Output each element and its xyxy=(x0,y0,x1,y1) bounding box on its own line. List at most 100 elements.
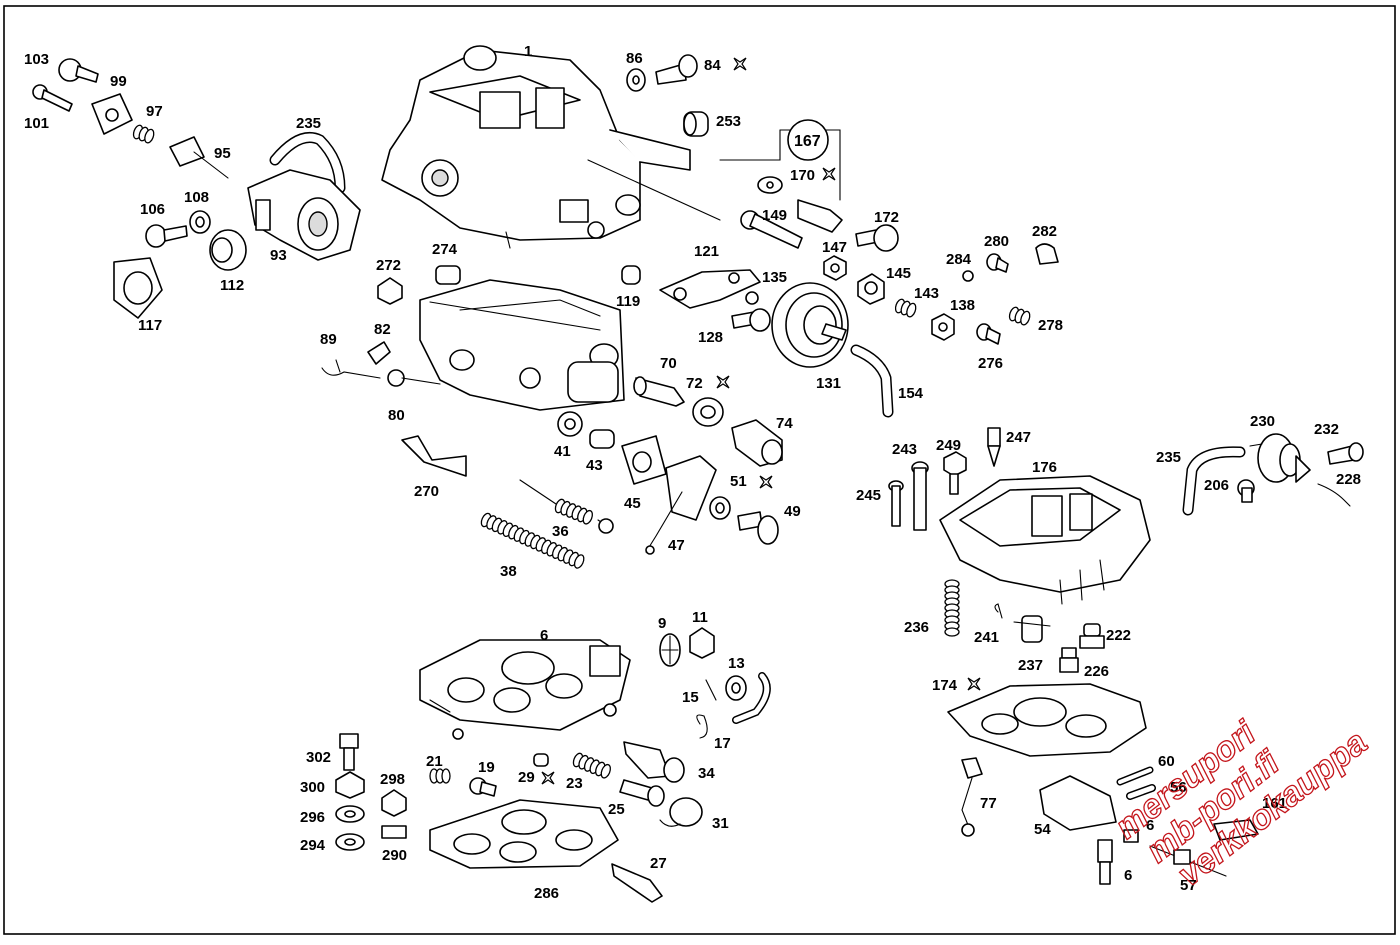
callout-286: 286 xyxy=(534,885,559,902)
callout-34: 34 xyxy=(698,765,715,782)
seal-72 xyxy=(692,397,724,427)
clip-241 xyxy=(994,603,1003,619)
washer-296 xyxy=(335,805,365,823)
callout-172: 172 xyxy=(874,209,899,226)
callout-101: 101 xyxy=(24,115,49,132)
callout-89: 89 xyxy=(320,331,337,348)
callout-128: 128 xyxy=(698,329,723,346)
diaphragm-112 xyxy=(209,229,247,271)
gasket-286 xyxy=(429,799,619,869)
bracket-121 xyxy=(659,269,761,309)
callout-154: 154 xyxy=(898,385,924,402)
callout-80: 80 xyxy=(388,407,405,424)
callout-236: 236 xyxy=(904,619,929,636)
callout-60: 60 xyxy=(1158,753,1175,770)
callout-112: 112 xyxy=(220,277,244,294)
callout-106: 106 xyxy=(140,201,165,218)
washer-108 xyxy=(189,210,211,234)
jet-29 xyxy=(533,753,549,767)
spring-278 xyxy=(1007,305,1033,327)
callout-74: 74 xyxy=(776,415,793,432)
nut-300 xyxy=(335,771,365,799)
bolt-302 xyxy=(339,733,359,771)
callout-241: 241 xyxy=(974,629,999,646)
callout-226: 226 xyxy=(1084,663,1109,680)
callout-302: 302 xyxy=(306,749,331,766)
callout-17: 17 xyxy=(714,735,731,752)
throttle-body-6 xyxy=(419,639,631,740)
callout-282: 282 xyxy=(1032,223,1057,240)
cap-31 xyxy=(659,797,703,827)
watermark: mersupori mb-pori.fi verkkokauppa xyxy=(1107,712,1374,894)
carburettor-176 xyxy=(939,475,1151,605)
pump-93 xyxy=(247,169,361,261)
callout-6-right: 6 xyxy=(1146,817,1154,834)
pump-lever-47 xyxy=(645,455,717,555)
callout-296: 296 xyxy=(300,809,325,826)
spring-36 xyxy=(519,479,614,534)
jet-276 xyxy=(976,323,1001,345)
jet-226 xyxy=(1059,647,1079,673)
sleeve-253 xyxy=(683,111,709,137)
spring-21 xyxy=(429,768,451,784)
washer-86 xyxy=(626,68,646,92)
hose-235-right xyxy=(1182,446,1246,516)
gasket-170 xyxy=(757,176,783,194)
callout-11: 11 xyxy=(692,609,708,626)
callout-72: 72 xyxy=(686,375,703,392)
callout-298: 298 xyxy=(380,771,405,788)
callout-247: 247 xyxy=(1006,429,1031,446)
callout-1: 1 xyxy=(524,43,532,60)
spring-236 xyxy=(944,579,960,637)
valve-237 xyxy=(1013,615,1051,643)
callout-119: 119 xyxy=(616,293,640,310)
nut-272 xyxy=(377,277,403,305)
jet-274 xyxy=(435,265,461,285)
callout-237: 237 xyxy=(1018,657,1043,674)
callout-56: 56 xyxy=(1170,779,1187,796)
float-chamber-body xyxy=(419,279,625,411)
ball-284 xyxy=(962,270,974,282)
callout-274: 274 xyxy=(432,241,458,258)
callout-19: 19 xyxy=(478,759,495,776)
diagram-frame xyxy=(3,5,1396,935)
sleeve-119 xyxy=(621,265,641,285)
jet-280 xyxy=(986,253,1009,273)
callout-6-left: 6 xyxy=(540,627,548,644)
washer-290 xyxy=(381,825,407,839)
gasket-117 xyxy=(113,257,163,319)
screw-206 xyxy=(1237,479,1255,503)
jet-43 xyxy=(589,429,615,449)
callout-161: 161 xyxy=(1262,795,1287,812)
callout-9: 9 xyxy=(658,615,666,632)
callout-131: 131 xyxy=(816,375,841,392)
callout-145: 145 xyxy=(886,265,911,282)
screw-243 xyxy=(911,461,929,531)
pin-15 xyxy=(705,679,717,701)
nut-138 xyxy=(931,313,955,341)
cover-45 xyxy=(621,435,667,485)
washer-135 xyxy=(745,291,759,305)
screw-172 xyxy=(855,224,899,252)
callout-278: 278 xyxy=(1038,317,1063,334)
callout-290: 290 xyxy=(382,847,407,864)
bolt-84 xyxy=(655,54,698,85)
housing-54 xyxy=(1039,775,1117,831)
callout-99: 99 xyxy=(110,73,127,90)
wheel-9 xyxy=(659,633,681,667)
clip-82 xyxy=(367,341,391,365)
callout-84: 84 xyxy=(704,57,721,74)
lever-77 xyxy=(961,757,983,837)
star-marker-174 xyxy=(967,677,981,691)
vacuum-unit-230 xyxy=(1249,433,1311,483)
callout-38: 38 xyxy=(500,563,517,580)
screw-103 xyxy=(58,58,99,83)
callout-45: 45 xyxy=(624,495,641,512)
screw-49 xyxy=(737,511,779,545)
bracket-line-167 xyxy=(719,119,841,201)
fitting-74 xyxy=(731,419,783,467)
screw-27 xyxy=(611,863,663,903)
screw-25 xyxy=(619,779,665,807)
needle-247 xyxy=(987,427,1001,467)
